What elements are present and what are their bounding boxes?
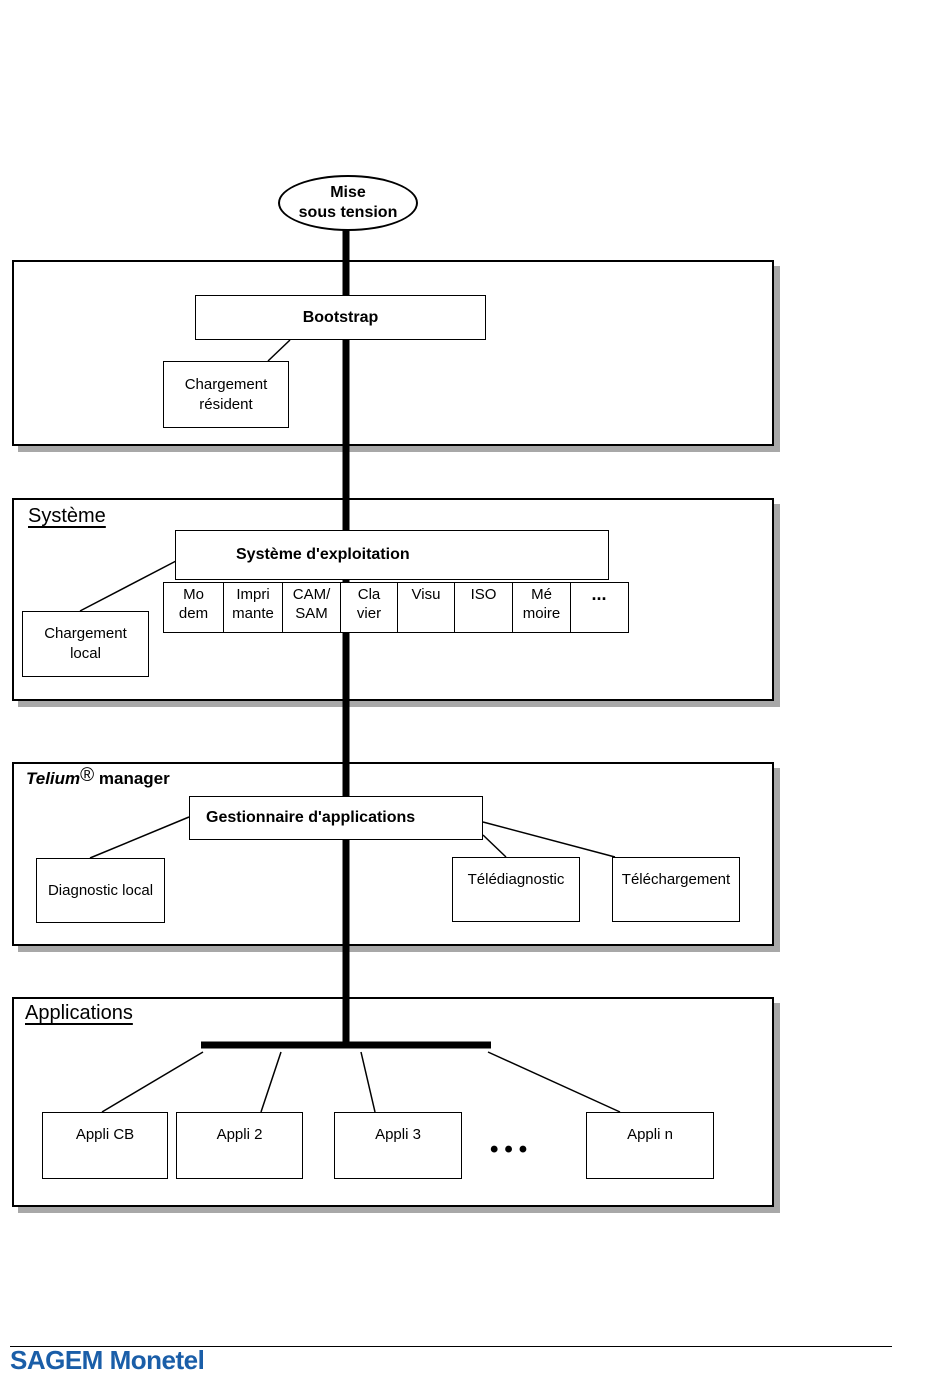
download-box: Téléchargement <box>612 857 740 922</box>
manager-title: Telium® manager <box>26 765 170 789</box>
app-manager-box: Gestionnaire d'applications <box>189 796 483 840</box>
system-title: Système <box>28 505 106 527</box>
power-on-oval: Mise sous tension <box>278 175 418 231</box>
more-apps-ellipsis: ••• <box>490 1136 534 1163</box>
driver-keyboard: Cla vier <box>341 583 398 632</box>
appli-n-box: Appli n <box>586 1112 714 1179</box>
os-box: Système d'exploitation <box>175 530 609 580</box>
appli-n-link <box>487 1051 621 1113</box>
telediag-link <box>482 834 507 858</box>
appli-3-box: Appli 3 <box>334 1112 462 1179</box>
appli-2-box: Appli 2 <box>176 1112 303 1179</box>
appli-cb-link <box>101 1051 204 1113</box>
diag-local-link <box>89 816 190 859</box>
download-link <box>482 821 616 858</box>
driver-modem: Mo dem <box>164 583 224 632</box>
driver-more: ... <box>591 584 607 604</box>
resident-link <box>267 339 291 362</box>
manager-title-rest: manager <box>94 769 170 788</box>
telediag-box: Télédiagnostic <box>452 857 580 922</box>
resident-load-box: Chargement résident <box>163 361 289 428</box>
local-load-link <box>79 560 177 612</box>
appli-2-link <box>260 1051 282 1113</box>
bootstrap-box: Bootstrap <box>195 295 486 340</box>
driver-display: Visu <box>398 583 455 632</box>
telium-brand: Telium <box>26 769 81 788</box>
driver-cam-sam: CAM/ SAM <box>283 583 341 632</box>
footer-rule <box>10 1346 892 1347</box>
boot-section <box>12 260 774 446</box>
local-load-box: Chargement local <box>22 611 149 677</box>
driver-row: Mo dem Impri mante CAM/ SAM Cla vier Vis… <box>163 582 629 633</box>
appli-3-link <box>360 1051 376 1113</box>
driver-iso: ISO <box>455 583 513 632</box>
sagem-monetel-logo: SAGEM Monetel <box>10 1345 205 1375</box>
registered-mark: ® <box>80 765 95 786</box>
driver-printer: Impri mante <box>224 583 283 632</box>
driver-memory: Mé moire <box>513 583 571 632</box>
appli-cb-box: Appli CB <box>42 1112 168 1179</box>
applications-title: Applications <box>25 1002 133 1024</box>
diag-local-box: Diagnostic local <box>36 858 165 923</box>
